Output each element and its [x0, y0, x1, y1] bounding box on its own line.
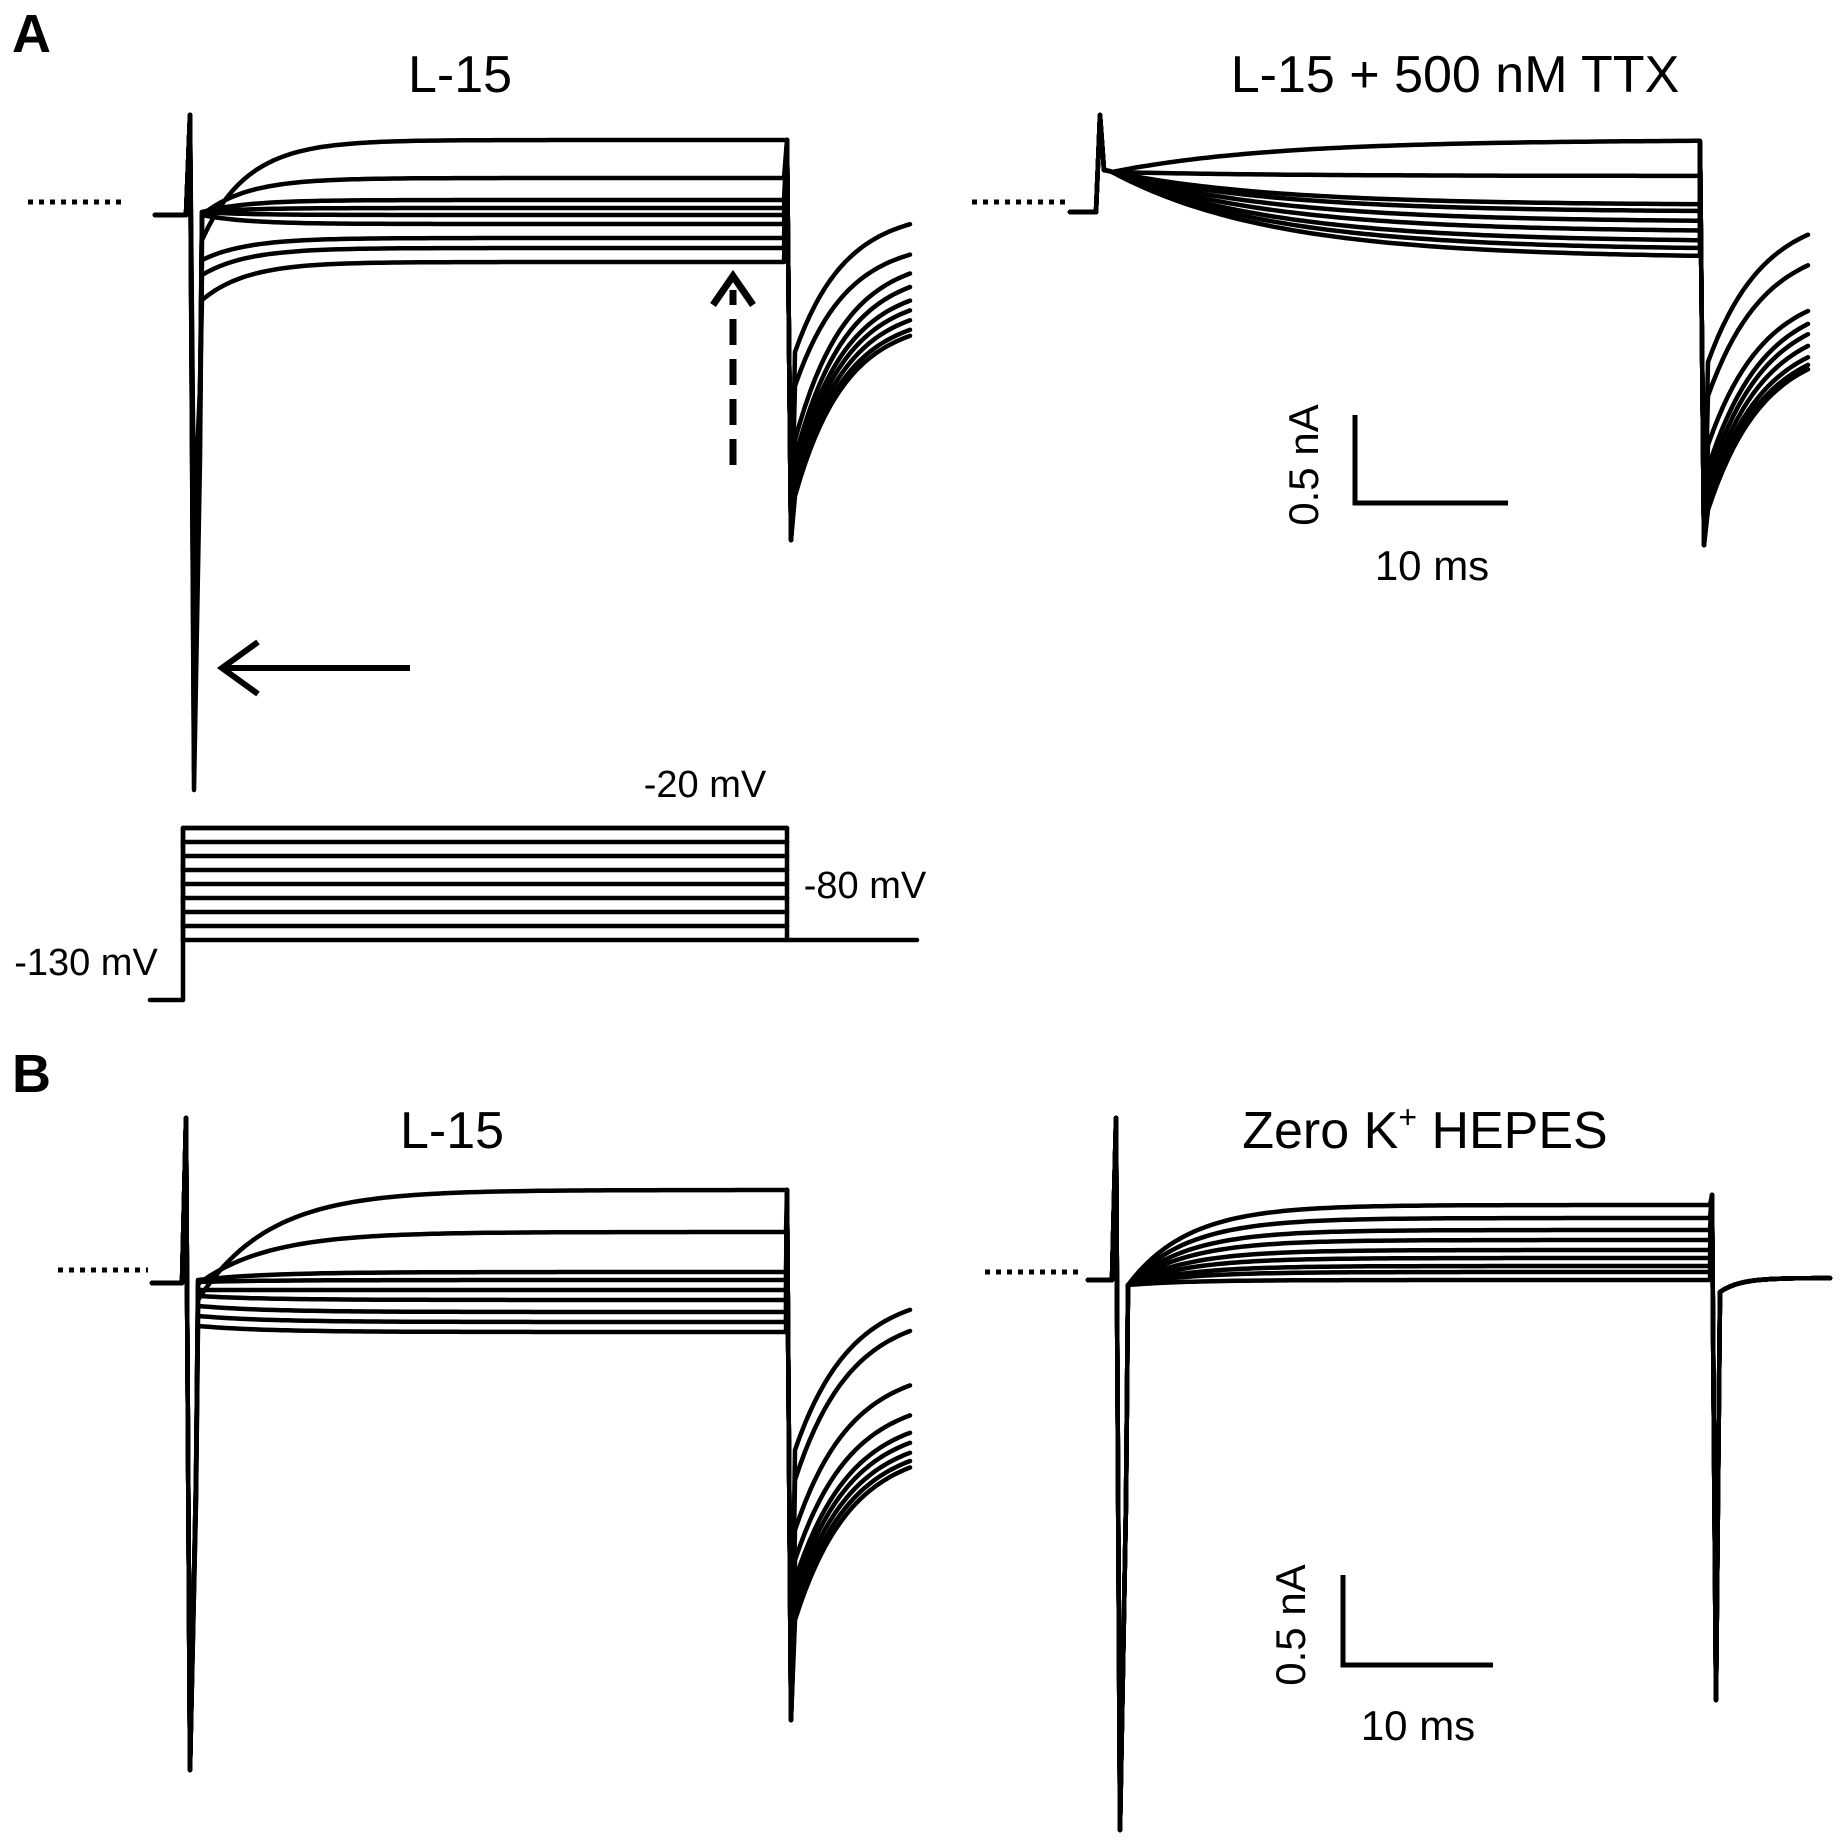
- panel-b-left-sweep: [149, 1115, 913, 1773]
- panel-b-left-trace-group: [149, 1115, 913, 1773]
- panel-a-left-sweep: [152, 112, 913, 753]
- panel-b-scale-time: 10 ms: [1361, 1702, 1475, 1749]
- panel-a-right-sweep: [1067, 112, 1811, 548]
- panel-b-left-traces: [58, 1115, 913, 1773]
- panel-b-right-title-main: Zero K: [1242, 1102, 1398, 1160]
- panel-b-right-title: Zero K+ HEPES: [1242, 1099, 1607, 1160]
- dashed-arrow: [710, 269, 756, 465]
- panel-a-right-sweep: [1067, 112, 1811, 548]
- panel-a-scale-time: 10 ms: [1375, 542, 1489, 589]
- panel-b-right-traces: [985, 1115, 1833, 1833]
- voltage-protocol: -20 mV -80 mV -130 mV: [14, 764, 927, 1003]
- solid-arrow: [216, 639, 410, 697]
- solid-arrow-head: [216, 639, 260, 697]
- panel-b-scale-bar-lines: [1340, 1575, 1493, 1668]
- panel-a-scale-current: 0.5 nA: [1280, 404, 1327, 525]
- panel-a-right-sweep: [1067, 112, 1811, 548]
- panel-b-left-title: L-15: [400, 1102, 504, 1160]
- panel-a-right-traces: [972, 112, 1811, 548]
- panel-a-right-trace-group: [1067, 112, 1811, 548]
- panel-a-left-sweep: [152, 112, 913, 773]
- panel-a-right-sweep: [1067, 112, 1811, 548]
- panel-a-scale-bar-lines: [1352, 415, 1508, 506]
- panel-a-left-sweep: [152, 112, 913, 703]
- protocol-steps: [147, 825, 920, 1003]
- panel-b-right-title-tail: HEPES: [1417, 1102, 1608, 1160]
- panel-b-left-sweep: [149, 1115, 913, 1773]
- protocol-hold-label: -130 mV: [14, 942, 158, 984]
- panel-a-left-trace-group: [152, 112, 913, 793]
- panel-a-left-title: L-15: [408, 46, 512, 104]
- panel-a-letter: A: [12, 4, 51, 64]
- panel-a-left-traces: [28, 112, 913, 793]
- panel-a-right-sweep: [1067, 112, 1811, 548]
- panel-b: B L-15 Zero K+ HEPES 0.5 nA 10 ms: [12, 1044, 1833, 1833]
- panel-b-left-sweep: [149, 1115, 913, 1773]
- panel-a-right-sweep: [1067, 112, 1811, 548]
- panel-a-left-sweep: [152, 112, 913, 543]
- dashed-arrow-head: [710, 269, 756, 307]
- panel-b-left-sweep: [149, 1115, 913, 1773]
- panel-a-right-sweep: [1067, 112, 1811, 548]
- panel-a-scale-bar: 0.5 nA 10 ms: [1280, 404, 1508, 589]
- protocol-step-label: -20 mV: [644, 764, 767, 806]
- panel-a-left-sweep: [152, 112, 913, 793]
- panel-b-left-sweep: [149, 1115, 913, 1773]
- panel-b-scale-current: 0.5 nA: [1267, 1564, 1314, 1685]
- panel-a-left-sweep: [152, 112, 913, 733]
- panel-a-left-sweep: [152, 112, 913, 653]
- panel-a-right-sweep: [1067, 112, 1811, 548]
- panel-b-right-sweep: [1085, 1115, 1833, 1833]
- panel-a: A L-15 L-15 + 500 nM TTX 0.5 nA 10 ms: [12, 4, 1811, 1003]
- panel-b-left-sweep: [149, 1115, 913, 1773]
- panel-a-right-title: L-15 + 500 nM TTX: [1231, 46, 1680, 104]
- panel-b-left-sweep: [149, 1115, 913, 1773]
- panel-b-left-sweep: [149, 1115, 913, 1773]
- panel-b-left-sweep: [149, 1115, 913, 1773]
- panel-b-scale-bar: 0.5 nA 10 ms: [1267, 1564, 1493, 1749]
- protocol-return-label: -80 mV: [804, 865, 927, 907]
- panel-b-letter: B: [12, 1044, 51, 1104]
- panel-a-right-sweep: [1067, 112, 1811, 548]
- panel-b-right-title-sup: +: [1398, 1099, 1417, 1135]
- panel-b-right-trace-group: [1085, 1115, 1833, 1833]
